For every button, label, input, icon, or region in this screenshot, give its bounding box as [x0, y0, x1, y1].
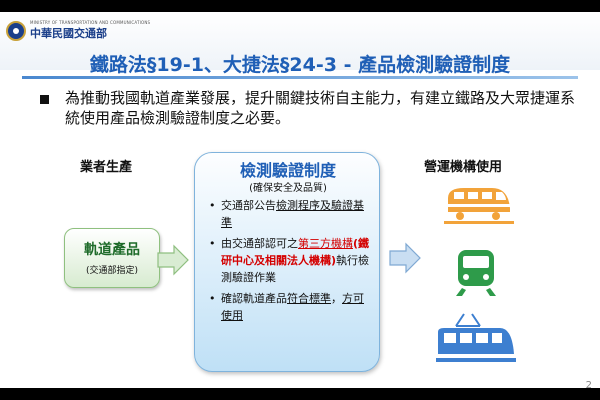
list-item: 交通部公告檢測程序及驗證基準	[207, 197, 373, 231]
slide-header: MINISTRY OF TRANSPORTATION AND COMMUNICA…	[0, 12, 600, 76]
product-title: 軌道產品	[84, 242, 140, 258]
list-item: 確認軌道產品符合標準，方可使用	[207, 290, 373, 324]
verification-subtitle: (確保安全及品質)	[249, 183, 327, 194]
operator-label: 營運機構使用	[424, 160, 503, 175]
high-speed-train-icon	[444, 188, 514, 224]
ministry-name-cn: 中華民國交通部	[30, 27, 107, 40]
product-subtitle: (交通部指定)	[85, 266, 139, 276]
right-arrow-icon	[157, 244, 189, 276]
square-bullet-icon	[40, 95, 49, 104]
slide-title: 鐵路法§19-1、大捷法§24-3 - 產品檢測驗證制度	[89, 54, 511, 76]
intro-text: 為推動我國軌道產業發展，提升關鍵技術自主能力，有建立鐵路及大眾捷運系統使用產品檢…	[65, 89, 576, 127]
ministry-seal-icon	[6, 20, 26, 41]
producer-label: 業者生產	[80, 160, 133, 175]
product-box: 軌道產品 (交通部指定)	[64, 228, 160, 288]
slide: MINISTRY OF TRANSPORTATION AND COMMUNICA…	[0, 12, 600, 388]
right-arrow-icon	[389, 242, 421, 274]
ministry-logo: MINISTRY OF TRANSPORTATION AND COMMUNICA…	[6, 20, 150, 41]
intro-bullet: 為推動我國軌道產業發展，提升關鍵技術自主能力，有建立鐵路及大眾捷運系統使用產品檢…	[40, 88, 580, 128]
metro-train-icon	[456, 250, 496, 296]
verification-title: 檢測驗證制度	[239, 161, 336, 180]
list-item: 由交通部認可之第三方機構(鐵研中心及相關法人機構)執行檢測驗證作業	[207, 235, 373, 286]
electric-tram-icon	[436, 313, 516, 362]
verification-system-box: 檢測驗證制度 (確保安全及品質) 交通部公告檢測程序及驗證基準 由交通部認可之第…	[194, 152, 380, 372]
ministry-name-en: MINISTRY OF TRANSPORTATION AND COMMUNICA…	[30, 20, 151, 25]
verification-list: 交通部公告檢測程序及驗證基準 由交通部認可之第三方機構(鐵研中心及相關法人機構)…	[207, 197, 373, 328]
title-underline	[22, 76, 578, 79]
page-number: 2	[585, 380, 592, 388]
